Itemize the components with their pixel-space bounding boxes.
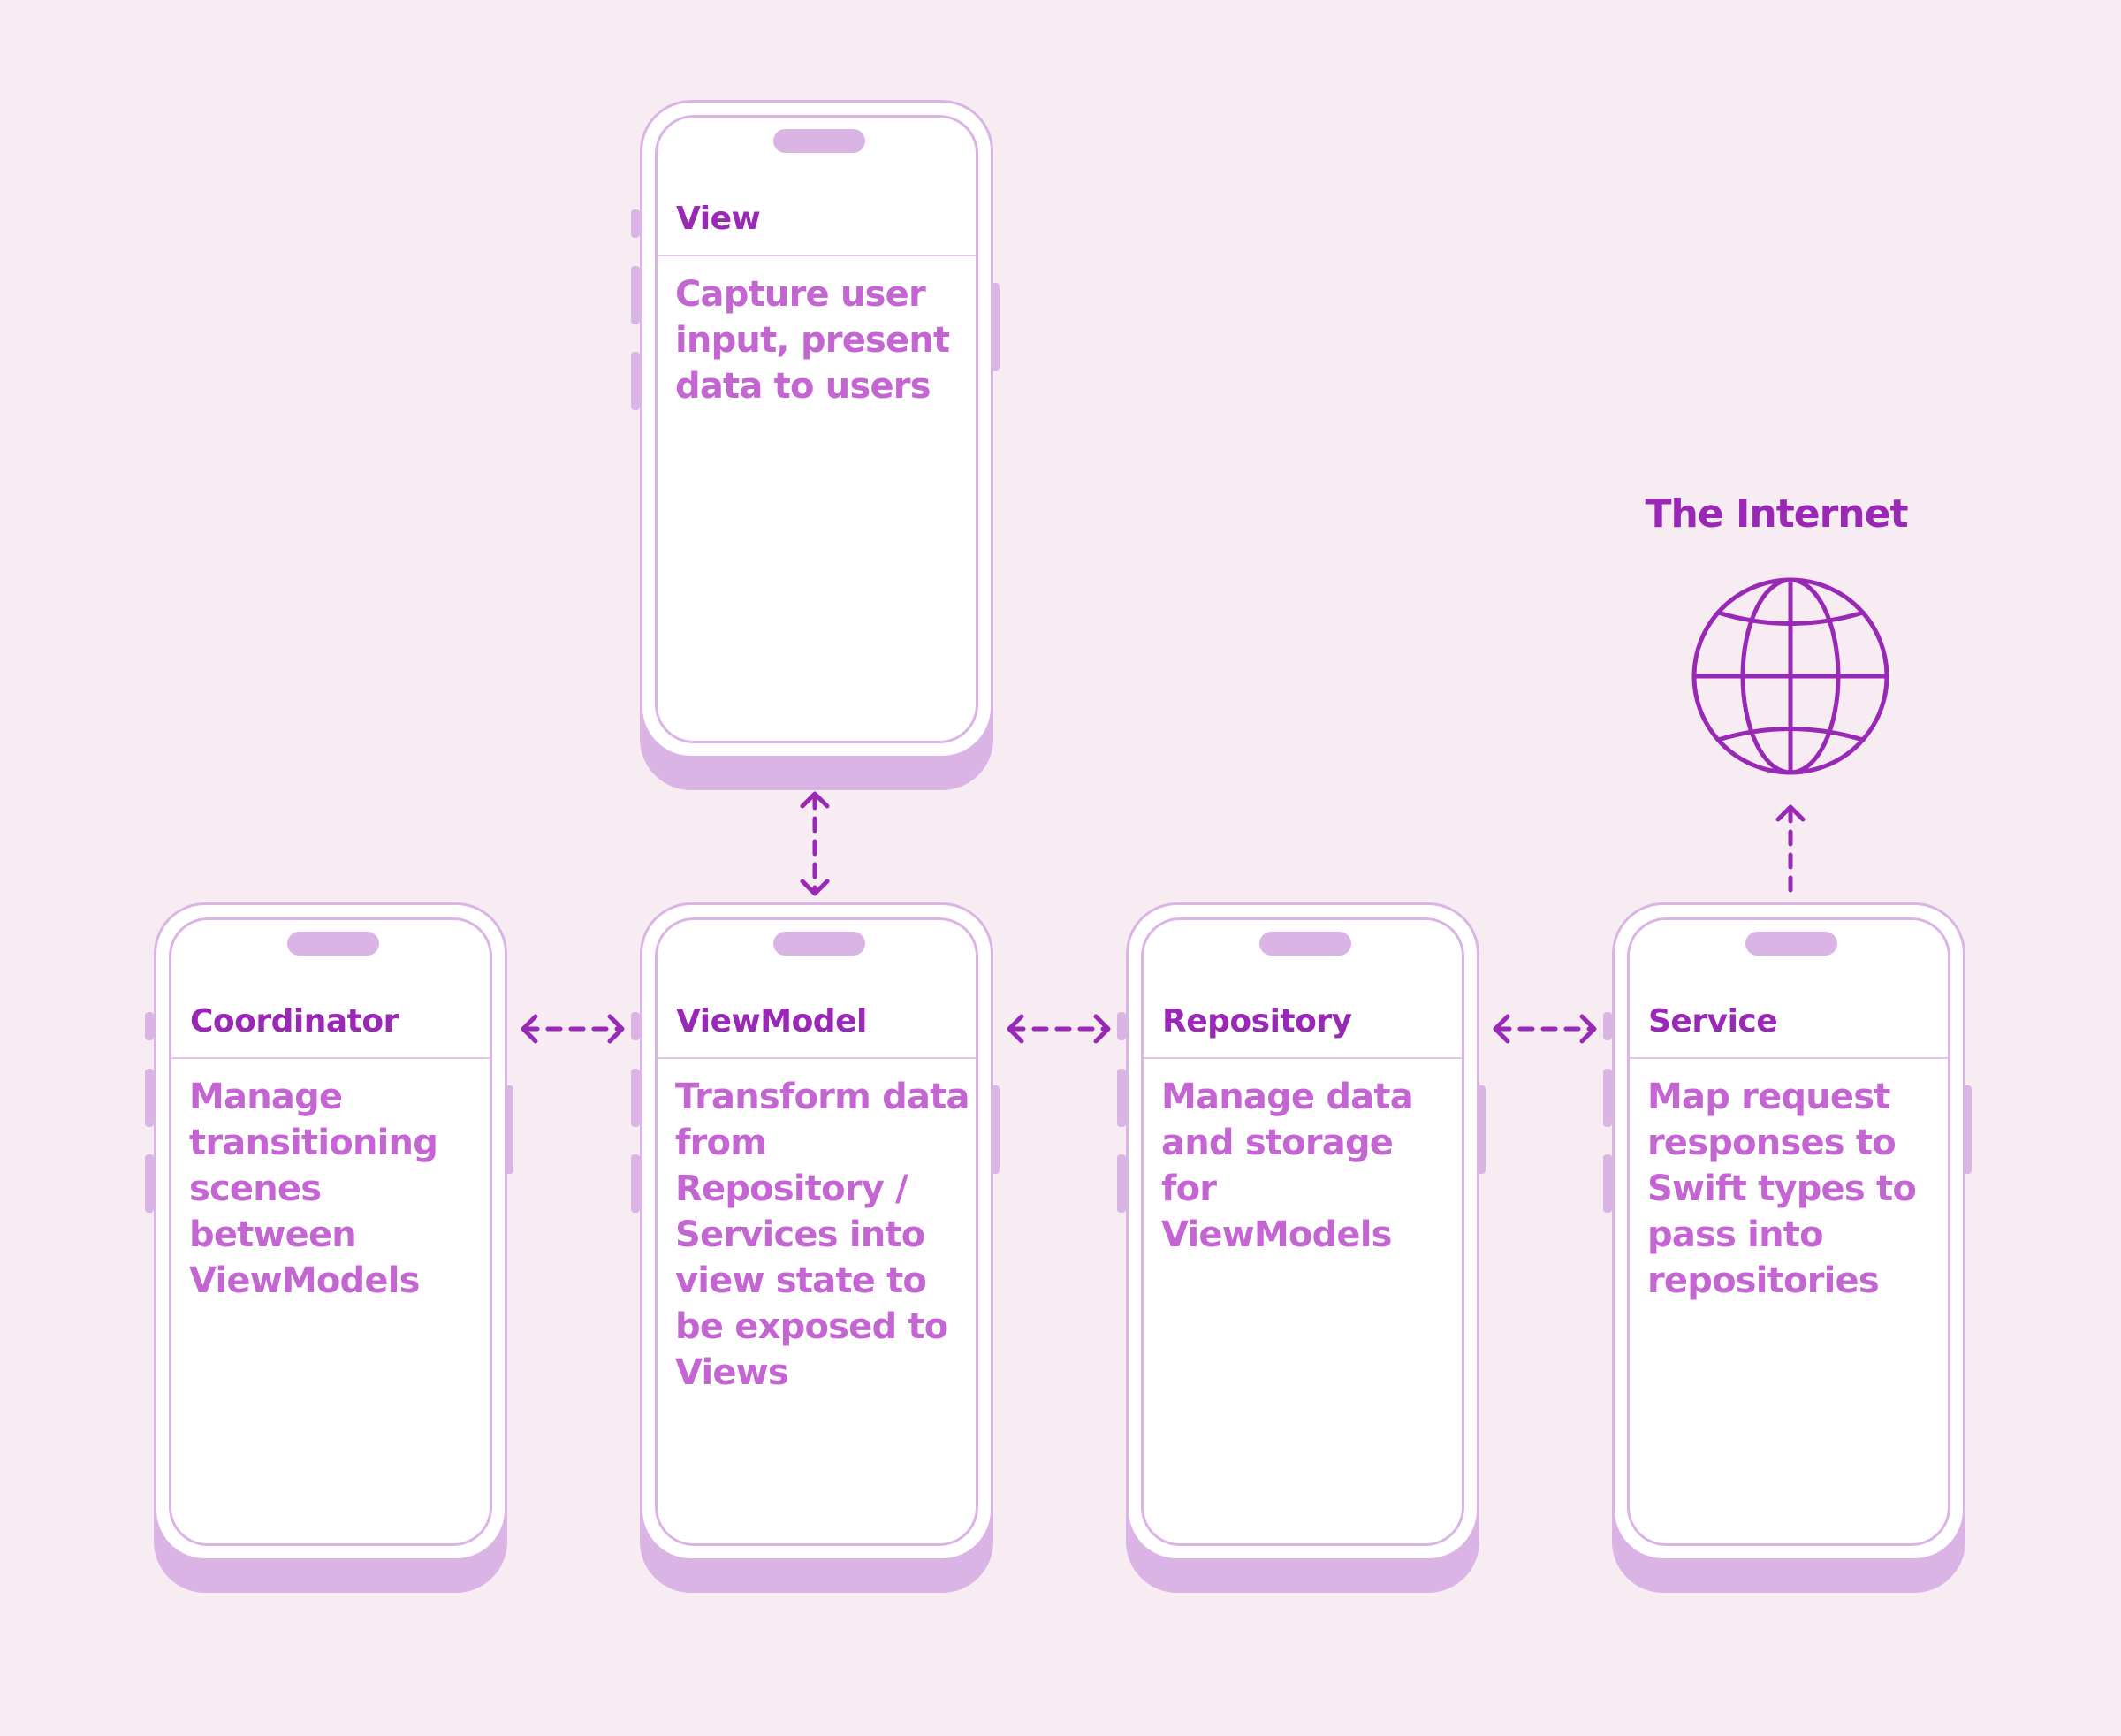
phone-side-button [991, 1085, 1000, 1174]
repository-description: Manage data and storage for ViewModels [1161, 1077, 1414, 1255]
arrowhead [1007, 1014, 1024, 1044]
globe-parallel [1715, 610, 1866, 626]
phone-screen: Repository Manage data and storage for V… [1141, 917, 1464, 1546]
phone-side-button [145, 1012, 154, 1040]
phone-side-button [991, 283, 1000, 371]
phone-side-button [1117, 1154, 1126, 1213]
edge-viewmodel-repository [1007, 1014, 1111, 1044]
phone-side-button [631, 1012, 640, 1040]
phone-side-button [1477, 1085, 1486, 1174]
coordinator-phone-node: Coordinator Manage transitioning scenes … [145, 902, 513, 1593]
internet-label: The Internet [1645, 491, 1909, 537]
edge-coordinator-viewmodel [521, 1014, 625, 1044]
phone-side-button [1603, 1154, 1612, 1213]
title-divider [1144, 1057, 1462, 1059]
service-phone-node: Service Map request responses to Swift t… [1603, 902, 1972, 1593]
title-divider [658, 1057, 976, 1059]
repository-phone-node: Repository Manage data and storage for V… [1117, 902, 1486, 1593]
phone-notch [773, 129, 865, 153]
phone-side-button [145, 1069, 154, 1127]
phone-side-button [1117, 1012, 1126, 1040]
phone-side-button [631, 266, 640, 324]
globe-parallel [1715, 727, 1866, 742]
title-divider [1630, 1057, 1948, 1059]
coordinator-title: Coordinator [190, 1003, 399, 1039]
title-divider [658, 255, 976, 256]
viewmodel-phone-node: ViewModel Transform data from Repository… [631, 902, 1000, 1593]
phone-screen: Coordinator Manage transitioning scenes … [169, 917, 492, 1546]
phone-side-button [631, 1154, 640, 1213]
phone-side-button [631, 209, 640, 238]
arrowhead [800, 879, 830, 896]
phone-side-button [1603, 1069, 1612, 1127]
service-description: Map request responses to Swift types to … [1647, 1077, 1917, 1301]
phone-side-button [505, 1085, 513, 1174]
phone-side-button [631, 1069, 640, 1127]
view-description: Capture user input, present data to user… [675, 274, 950, 407]
arrowhead [521, 1014, 538, 1044]
arrowhead [800, 791, 830, 809]
service-title: Service [1648, 1003, 1778, 1039]
coordinator-description: Manage transitioning scenes between View… [189, 1077, 438, 1301]
phone-screen: Service Map request responses to Swift t… [1627, 917, 1950, 1546]
view-title: View [676, 201, 761, 237]
phone-side-button [631, 352, 640, 410]
arrowhead [1493, 1014, 1510, 1044]
view-phone-node: View Capture user input, present data to… [631, 100, 1000, 790]
phone-screen: ViewModel Transform data from Repository… [655, 917, 978, 1546]
phone-side-button [1603, 1012, 1612, 1040]
arrowhead [1579, 1014, 1597, 1044]
viewmodel-description: Transform data from Repository / Service… [675, 1077, 969, 1393]
repository-title: Repository [1162, 1003, 1352, 1039]
globe-icon [1691, 577, 1889, 775]
title-divider [171, 1057, 490, 1059]
phone-notch [773, 932, 865, 956]
phone-notch [287, 932, 379, 956]
phone-side-button [1117, 1069, 1126, 1127]
edge-view-viewmodel [800, 791, 830, 896]
edge-repository-service [1493, 1014, 1597, 1044]
phone-side-button [1963, 1085, 1972, 1174]
phone-notch [1259, 932, 1351, 956]
arrowhead [1775, 804, 1806, 822]
arrowhead [1093, 1014, 1111, 1044]
arrowhead [607, 1014, 625, 1044]
phone-screen: View Capture user input, present data to… [655, 115, 978, 743]
phone-notch [1745, 932, 1837, 956]
edge-service-internet [1775, 804, 1806, 894]
phone-side-button [145, 1154, 154, 1213]
viewmodel-title: ViewModel [676, 1003, 867, 1039]
